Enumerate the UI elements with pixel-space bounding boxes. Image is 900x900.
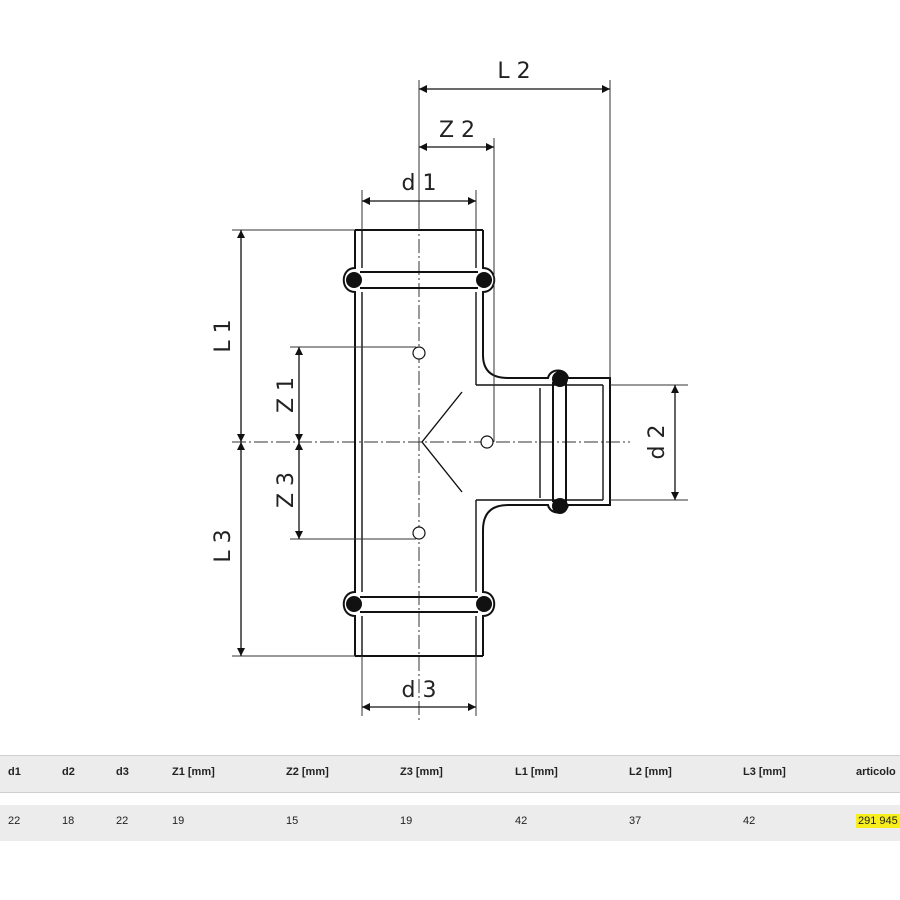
label-d1: d 1 bbox=[402, 171, 437, 196]
label-Z1: Z 1 bbox=[274, 377, 299, 413]
label-L2: L 2 bbox=[497, 59, 530, 84]
header-z2: Z2 [mm] bbox=[286, 766, 329, 778]
value-l3: 42 bbox=[743, 815, 756, 827]
header-d2: d2 bbox=[62, 766, 75, 778]
label-d3: d 3 bbox=[402, 678, 437, 703]
header-d1: d1 bbox=[8, 766, 21, 778]
value-z2: 15 bbox=[286, 815, 299, 827]
value-z1: 19 bbox=[172, 815, 185, 827]
value-l1: 42 bbox=[515, 815, 528, 827]
seal-rings bbox=[346, 272, 568, 612]
reference-points bbox=[412, 346, 494, 540]
label-L1: L 1 bbox=[211, 319, 236, 352]
value-l2: 37 bbox=[629, 815, 642, 827]
value-d3: 22 bbox=[116, 815, 129, 827]
extension-lines bbox=[232, 80, 688, 716]
header-z3: Z3 [mm] bbox=[400, 766, 443, 778]
value-z3: 19 bbox=[400, 815, 413, 827]
article-code[interactable]: 291 945 bbox=[856, 814, 900, 828]
dimension-lines bbox=[237, 85, 679, 711]
label-Z2: Z 2 bbox=[439, 118, 475, 143]
label-Z3: Z 3 bbox=[274, 472, 299, 508]
header-l1: L1 [mm] bbox=[515, 766, 558, 778]
label-d2: d 2 bbox=[645, 425, 670, 460]
dimension-labels: L 2 Z 2 d 1 d 3 L 1 L 3 Z 1 Z 3 d 2 bbox=[211, 59, 670, 703]
value-d2: 18 bbox=[62, 815, 75, 827]
center-lines bbox=[232, 195, 630, 720]
header-l3: L3 [mm] bbox=[743, 766, 786, 778]
tee-fitting-drawing: L 2 Z 2 d 1 d 3 L 1 L 3 Z 1 Z 3 d 2 bbox=[211, 59, 688, 720]
value-articolo[interactable]: 291 945 bbox=[856, 805, 900, 841]
header-z1: Z1 [mm] bbox=[172, 766, 215, 778]
label-L3: L 3 bbox=[211, 529, 236, 562]
value-d1: 22 bbox=[8, 815, 21, 827]
fitting-body bbox=[342, 229, 611, 657]
header-d3: d3 bbox=[116, 766, 129, 778]
header-articolo: articolo bbox=[856, 766, 896, 778]
table-header-row: d1 d2 d3 Z1 [mm] Z2 [mm] Z3 [mm] L1 [mm]… bbox=[0, 755, 900, 793]
table-row: 22 18 22 19 15 19 42 37 42 291 945 bbox=[0, 805, 900, 841]
header-l2: L2 [mm] bbox=[629, 766, 672, 778]
